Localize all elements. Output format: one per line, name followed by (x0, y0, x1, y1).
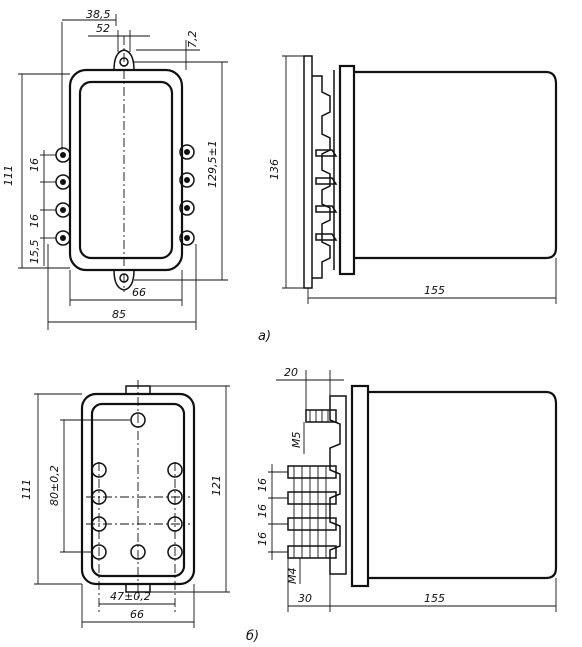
dim-b-121: 121 (210, 475, 223, 496)
view-a-side-flange (303, 55, 313, 289)
dim-a-15-5: 15,5 (28, 240, 41, 265)
dim-a-155: 155 (424, 284, 445, 297)
dim-b-16-3: 16 (256, 532, 269, 546)
dim-b-30: 30 (298, 592, 312, 605)
dim-b-m4: М4 (286, 568, 299, 585)
caption-a: а) (258, 329, 271, 344)
dim-b-47: 47±0,2 (110, 590, 151, 603)
view-a-front: 38,5 52 7,2 111 16 16 15,5 129,5±1 (2, 8, 228, 330)
dim-a-85: 85 (112, 308, 126, 321)
dim-b-m5: М5 (290, 432, 303, 449)
view-a-right-terminals (179, 144, 195, 246)
view-a-bottom-ear (113, 269, 135, 291)
dim-a-129-5: 129,5±1 (206, 140, 219, 188)
dim-a-136: 136 (268, 159, 281, 180)
dim-a-66: 66 (132, 286, 146, 299)
dim-b-66: 66 (130, 608, 144, 621)
view-a-side-screws (315, 149, 338, 241)
view-a-side-block (312, 75, 331, 279)
caption-b: б) (246, 629, 259, 644)
view-a-side-case (354, 70, 558, 260)
view-a-top-ear (113, 49, 135, 71)
view-a-flange (68, 68, 184, 272)
view-b-front: 111 80±0,2 121 47±0,2 66 (20, 380, 230, 628)
view-a-bottom-hole (119, 273, 129, 283)
view-b-side-cover-flange (350, 384, 370, 588)
dim-a-16-1: 16 (28, 158, 41, 172)
view-a-side-cover-flange (338, 64, 356, 276)
view-a-body (78, 80, 174, 260)
dim-a-111: 111 (2, 165, 15, 186)
dim-b-80: 80±0,2 (48, 465, 61, 506)
view-b-side-case (368, 390, 558, 580)
view-b-pin-holes (91, 412, 183, 560)
dim-a-16-2: 16 (28, 214, 41, 228)
dim-b-155: 155 (424, 592, 445, 605)
dim-a-38-5: 38,5 (86, 8, 111, 21)
view-b-side-base (329, 395, 347, 575)
view-b-side: 20 М5 16 16 16 М4 30 155 (256, 366, 558, 612)
view-a-left-terminals (55, 147, 71, 246)
dim-b-20: 20 (284, 366, 298, 379)
dim-b-111: 111 (20, 479, 33, 500)
view-a-top-hole (119, 57, 129, 67)
view-a-side: 136 155 (268, 55, 558, 304)
dim-a-52: 52 (96, 22, 110, 35)
dim-b-16-2: 16 (256, 504, 269, 518)
dim-a-7-2: 7,2 (186, 31, 199, 49)
dim-b-16-1: 16 (256, 478, 269, 492)
